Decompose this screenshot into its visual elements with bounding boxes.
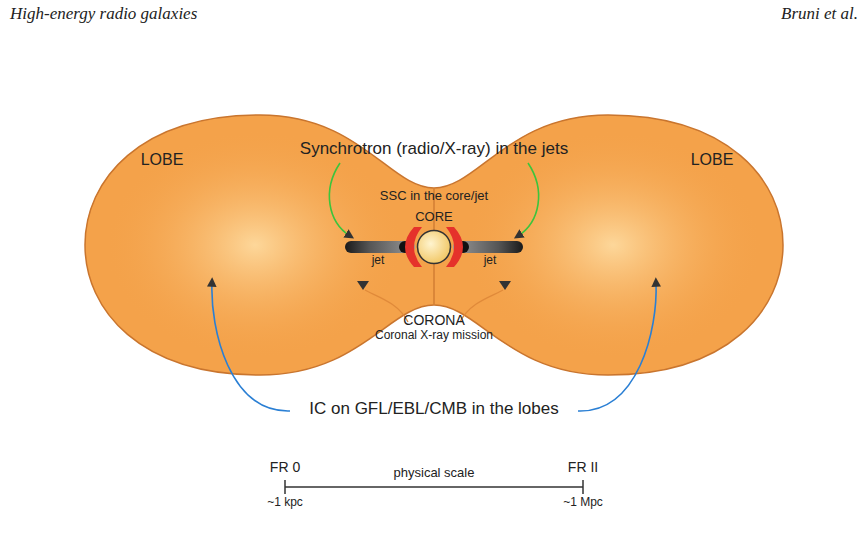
synchrotron-arrow	[329, 163, 350, 236]
emission-label: Coronal X-ray mission	[375, 329, 493, 343]
core-label: CORE	[415, 210, 453, 225]
lobe-label: LOBE	[691, 151, 734, 169]
jet-label: jet	[484, 254, 497, 268]
jet-bar	[453, 241, 523, 253]
corona-pointer	[357, 281, 369, 290]
emission-label: SSC in the core/jet	[380, 189, 488, 204]
scale-tick	[582, 480, 584, 494]
author-header: Bruni et al.	[781, 4, 858, 24]
emission-label: Synchrotron (radio/X-ray) in the jets	[300, 139, 568, 159]
corona-label: CORONA	[403, 312, 464, 328]
jet-label: jet	[372, 254, 385, 268]
corona-line	[365, 290, 408, 322]
running-header: High-energy radio galaxies	[10, 4, 197, 24]
corona-line	[460, 290, 503, 322]
ic-arrow	[578, 282, 656, 411]
synchrotron-arrow	[518, 163, 539, 236]
scale-value: ~1 kpc	[267, 496, 303, 510]
jet-region: jet	[345, 240, 415, 254]
scale-end-label: FR 0	[270, 459, 300, 475]
ic-arrow	[212, 282, 290, 411]
lobe-outline	[85, 115, 783, 375]
core-circle-outline	[418, 231, 451, 264]
core-shape	[416, 229, 452, 265]
jet-region: jet	[453, 240, 523, 254]
jet-bar	[345, 241, 415, 253]
scale-value: ~1 Mpc	[563, 496, 603, 510]
lobe-label: LOBE	[141, 151, 184, 169]
corona-pointer	[499, 281, 511, 290]
core-circle: CORE	[416, 229, 452, 265]
scale-end-label: FR II	[568, 459, 598, 475]
emission-label: IC on GFL/EBL/CMB in the lobes	[309, 399, 558, 419]
scale-bar	[285, 486, 583, 488]
scale-title: physical scale	[394, 466, 475, 481]
scale-tick	[284, 480, 286, 494]
